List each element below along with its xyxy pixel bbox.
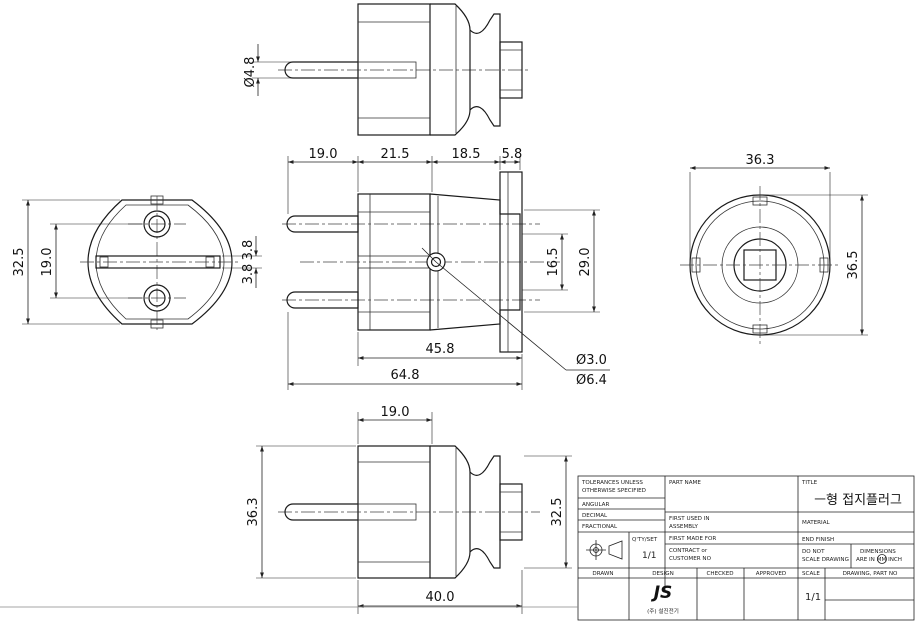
tb-decimal: DECIMAL: [582, 513, 608, 519]
tb-contract-2: CUSTOMER NO: [669, 556, 712, 562]
tb-design: DESIGN: [652, 571, 674, 577]
tb-fractional: FRACTIONAL: [582, 524, 618, 530]
tb-tolerances-1: TOLERANCES UNLESS: [581, 480, 643, 486]
dim-right-h: 36.5: [846, 251, 861, 280]
tb-scale-value: 1/1: [805, 592, 821, 603]
company-logo: JS: [651, 583, 673, 603]
tb-first-used-2: ASSEMBLY: [669, 524, 698, 530]
tb-first-made: FIRST MADE FOR: [669, 536, 716, 542]
dim-side-pitch: 19.0: [40, 248, 55, 277]
tb-dimensions-2: ARE IN MM INCH: [856, 557, 902, 563]
dim-front-seg1: 19.0: [309, 147, 338, 162]
dim-front-len1: 45.8: [426, 342, 455, 357]
dim-top-pin-dia: Ø4.8: [243, 57, 258, 88]
top-view: Ø4.8: [243, 3, 530, 136]
dim-bottom-top: 19.0: [381, 405, 410, 420]
dim-hole-d2: Ø6.4: [576, 373, 607, 388]
tb-scale-label: SCALE: [802, 571, 820, 577]
dim-right-w: 36.3: [746, 153, 775, 168]
tb-qty-value: 1/1: [642, 551, 656, 561]
tb-title-value: ㅡ형 접지플러그: [814, 493, 902, 508]
dim-side-h: 32.5: [12, 248, 27, 277]
tb-tolerances-2: OTHERWISE SPECIFIED: [582, 488, 646, 494]
dim-front-seg3: 18.5: [452, 147, 481, 162]
dim-side-gap1: 3.8: [241, 240, 256, 261]
tb-do-not-scale-1: DO NOT: [802, 549, 825, 555]
tb-do-not-scale-2: SCALE DRAWING: [802, 557, 849, 563]
tb-drawn: DRAWN: [592, 571, 613, 577]
tb-material: MATERIAL: [802, 520, 831, 526]
tb-angular: ANGULAR: [582, 502, 610, 508]
dim-front-seg2: 21.5: [381, 147, 410, 162]
tb-title-label: TITLE: [801, 480, 818, 486]
dim-bottom-len: 40.0: [426, 590, 455, 605]
title-block: TOLERANCES UNLESS OTHERWISE SPECIFIED AN…: [577, 475, 915, 621]
tb-first-used-1: FIRST USED IN: [669, 516, 710, 522]
tb-company: (주) 설진전기: [647, 607, 679, 615]
tb-part-name-label: PART NAME: [669, 480, 701, 486]
front-view: Ø3.0 Ø6.4 19.0 21.5 18.5 5.8 16.5 29.0 4…: [282, 147, 610, 390]
tb-dimensions-1: DIMENSIONS: [860, 549, 896, 555]
dim-hole-d1: Ø3.0: [576, 353, 607, 368]
tb-contract-1: CONTRACT or: [669, 548, 708, 554]
dim-front-h1: 16.5: [546, 248, 561, 277]
tb-approved: APPROVED: [756, 571, 786, 577]
mm-circle-icon: [877, 554, 887, 564]
dim-front-len2: 64.8: [391, 368, 420, 383]
bottom-view: 19.0 36.3 32.5 40.0: [246, 405, 572, 614]
dim-front-seg4: 5.8: [502, 147, 523, 162]
tb-qty-label: Q'TY/SET: [632, 537, 658, 543]
tb-end-finish: END FINISH: [802, 537, 834, 543]
left-side-view: 32.5 19.0 3.8 3.8: [12, 195, 262, 330]
dim-side-gap2: 3.8: [241, 264, 256, 285]
tb-drawing-no: DRAWING, PART NO: [843, 571, 898, 577]
dim-bottom-h-left: 36.3: [246, 498, 261, 527]
dim-bottom-h-right: 32.5: [550, 498, 565, 527]
dim-front-h2: 29.0: [578, 248, 593, 277]
tb-checked: CHECKED: [706, 571, 733, 577]
projection-symbol-icon: [586, 540, 623, 560]
right-end-view: 36.3 36.5: [680, 153, 868, 344]
